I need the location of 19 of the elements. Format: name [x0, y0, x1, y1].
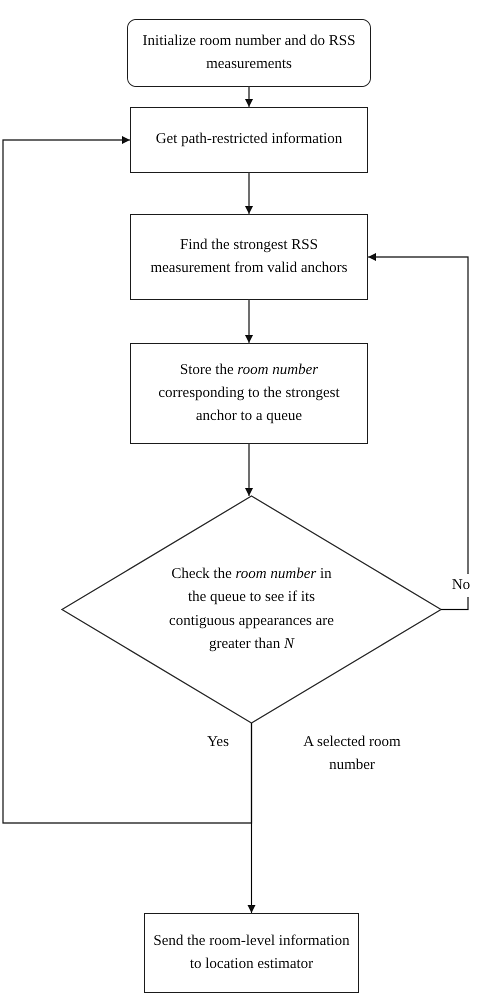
arrow: [245, 300, 253, 343]
process-box: [130, 214, 368, 300]
box-text: Find the strongest RSS measurement from valid anchors: [149, 236, 348, 278]
box-text: Send the room-level information to location estimator: [153, 932, 350, 974]
decision-text: Check the room number in the queue to see if its contiguous appearances are greater than N: [168, 565, 335, 654]
box-text: Initialize room number and do RSS measurements: [142, 32, 356, 74]
arrow: [245, 173, 253, 214]
process-box: [144, 913, 359, 993]
process-box: [127, 19, 371, 87]
box-text: Store the room number corresponding to the strongest anchor to a queue: [157, 360, 341, 426]
process-box: [130, 107, 368, 173]
arrow: [245, 87, 253, 107]
arrow: [2, 136, 252, 824]
arrow: [368, 253, 469, 610]
arrow: [248, 723, 256, 913]
decision-diamond: [60, 495, 442, 724]
process-box: [130, 343, 368, 444]
arrow: [245, 444, 253, 496]
box-text: Get path-restricted information: [156, 130, 342, 150]
